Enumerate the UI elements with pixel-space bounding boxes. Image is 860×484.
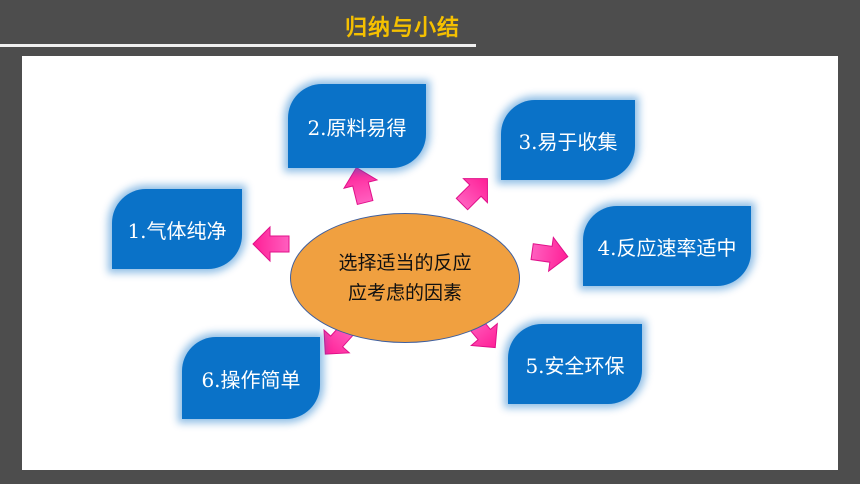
center-topic-text: 选择适当的反应 应考虑的因素 bbox=[315, 248, 495, 308]
arrow-to-factor-4 bbox=[530, 236, 569, 273]
factor-box-1: 1.气体纯净 bbox=[112, 189, 242, 269]
factor-box-3: 3.易于收集 bbox=[501, 100, 635, 180]
factor-label-6: 6.操作简单 bbox=[201, 367, 301, 392]
factor-label-1: 1.气体纯净 bbox=[127, 218, 227, 243]
header-bar: 归纳与小结 bbox=[0, 0, 860, 47]
arrow-to-factor-3 bbox=[455, 178, 488, 211]
arrow-to-factor-1 bbox=[252, 225, 290, 263]
center-line-1: 选择适当的反应 bbox=[338, 252, 472, 274]
factor-label-5: 5.安全环保 bbox=[525, 353, 625, 378]
factor-label-4: 4.反应速率适中 bbox=[597, 235, 737, 260]
factor-box-6: 6.操作简单 bbox=[182, 337, 320, 419]
center-topic: 选择适当的反应 应考虑的因素 bbox=[290, 213, 520, 343]
header-underline bbox=[0, 44, 476, 47]
factor-label-3: 3.易于收集 bbox=[518, 129, 618, 154]
arrow-to-factor-2 bbox=[342, 166, 379, 206]
factor-box-2: 2.原料易得 bbox=[288, 84, 426, 168]
factor-box-5: 5.安全环保 bbox=[508, 324, 642, 404]
center-line-2: 应考虑的因素 bbox=[347, 282, 462, 304]
factor-box-4: 4.反应速率适中 bbox=[583, 206, 751, 286]
factor-label-2: 2.原料易得 bbox=[307, 115, 407, 140]
page-title: 归纳与小结 bbox=[345, 16, 461, 41]
diagram-panel: 1.气体纯净 2.原料易得 3.易于收集 4.反应速率适中 5.安全环保 6.操… bbox=[22, 56, 838, 470]
